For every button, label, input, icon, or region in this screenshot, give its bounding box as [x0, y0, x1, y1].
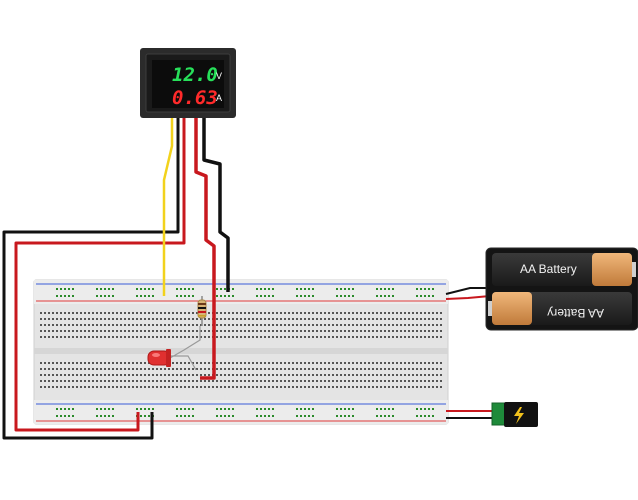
voltage-readout: 12.0: [172, 64, 218, 86]
battery-label-bottom: AA Battery: [547, 306, 604, 320]
black-wire-inner: [202, 118, 230, 292]
yellow-wire: [162, 118, 174, 296]
wires: [2, 118, 494, 440]
dc-power-jack[interactable]: [491, 402, 538, 427]
current-unit: A: [216, 93, 222, 103]
breadboard-holes: [40, 288, 442, 417]
red-wire-inner: [194, 118, 216, 380]
red-wire-outer: [14, 118, 186, 432]
aa-battery-holder: AA Battery AA Battery: [485, 247, 638, 331]
battery-black-lead: [445, 287, 490, 295]
volt-amp-meter: 12.0 V 0.63 A: [140, 48, 236, 118]
battery-label-top: AA Battery: [520, 262, 577, 276]
current-readout: 0.63: [172, 87, 218, 109]
voltage-unit: V: [216, 71, 222, 81]
breadboard: [33, 279, 449, 425]
resistor[interactable]: [197, 296, 207, 326]
lightning-bolt-icon: [514, 407, 524, 424]
red-led[interactable]: [147, 326, 201, 371]
battery-red-lead: [445, 295, 491, 300]
black-wire-outer: [2, 118, 180, 440]
